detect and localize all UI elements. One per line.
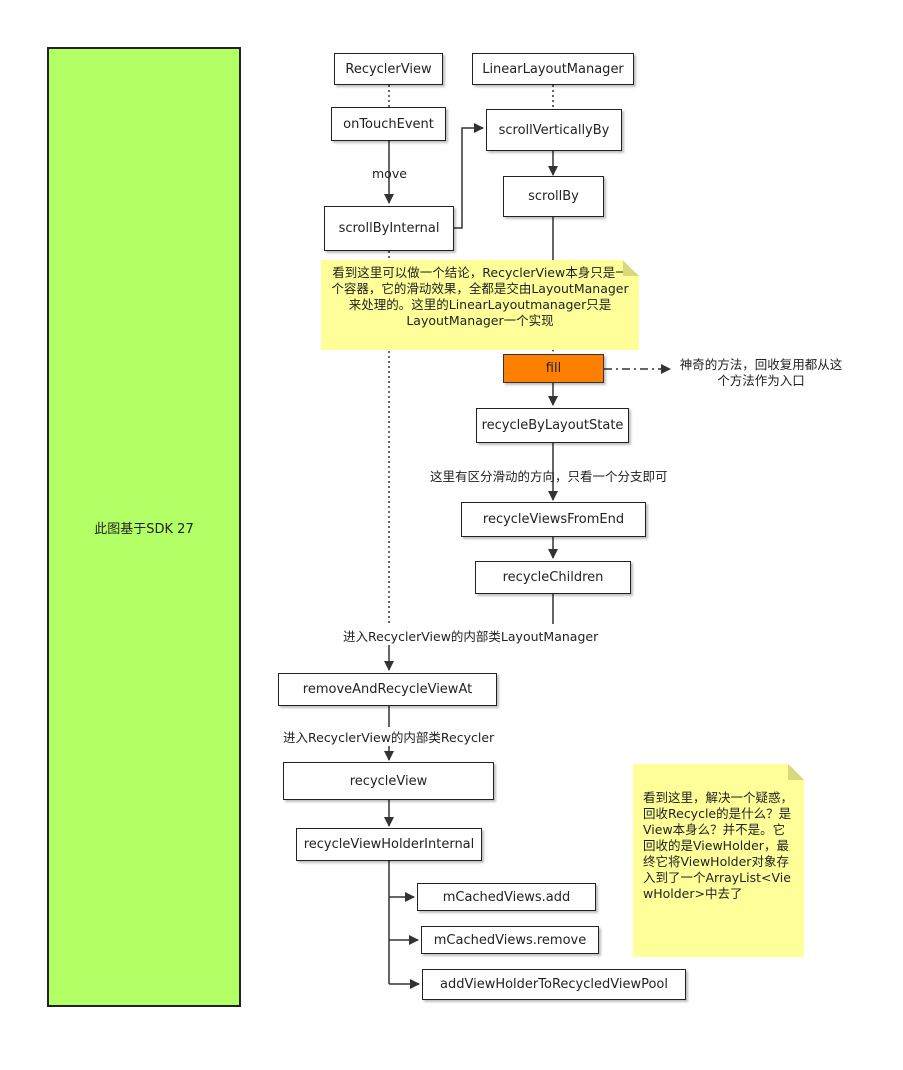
label-enter-layoutmanager: 进入RecyclerView的内部类LayoutManager [341,626,601,645]
node-recyclechildren: recycleChildren [475,561,631,594]
node-recyclerview: RecyclerView [334,53,443,85]
label-enter-recycler: 进入RecyclerView的内部类Recycler [281,727,497,746]
node-fill: fill [503,354,604,383]
note-conclusion: 看到这里可以做一个结论，RecyclerView本身只是一个容器，它的滑动效果，… [321,260,639,350]
note-viewholder-text: 看到这里，解决一个疑惑，回收Recycle的是什么？是View本身么？并不是。它… [643,790,794,901]
label-fill-note: 神奇的方法，回收复用都从这个方法作为入口 [679,357,843,388]
node-recyclebylayoutstate: recycleByLayoutState [476,408,629,443]
node-scrollbyinternal: scrollByInternal [324,206,454,251]
label-move: move [372,166,407,181]
node-linearlayoutmanager: LinearLayoutManager [472,53,634,85]
node-recycleviewholderinternal: recycleViewHolderInternal [296,828,482,861]
note-conclusion-text: 看到这里可以做一个结论，RecyclerView本身只是一个容器，它的滑动效果，… [331,265,629,328]
node-recycleview: recycleView [283,762,494,800]
node-recycleviewsfromend: recycleViewsFromEnd [461,502,646,537]
node-mcachedviews-remove: mCachedViews.remove [421,926,599,954]
edge-scrollinternal-to-scrollvert [454,123,484,229]
node-ontouchevent: onTouchEvent [331,107,446,141]
sdk-panel-label: 此图基于SDK 27 [94,521,194,537]
node-removeandrecycleviewat: removeAndRecycleViewAt [278,673,497,706]
note-fold-icon [788,764,804,780]
node-scrollverticallyby: scrollVerticallyBy [486,109,622,151]
note-viewholder: 看到这里，解决一个疑惑，回收Recycle的是什么？是View本身么？并不是。它… [633,764,804,957]
node-addviewholdertorecycledviewpool: addViewHolderToRecycledViewPool [422,969,686,1000]
label-direction: 这里有区分滑动的方向，只看一个分支即可 [430,469,668,484]
sdk-panel: 此图基于SDK 27 [47,47,241,1007]
note-fold-icon [623,260,639,276]
node-scrollby: scrollBy [503,176,604,217]
node-mcachedviews-add: mCachedViews.add [417,883,596,911]
